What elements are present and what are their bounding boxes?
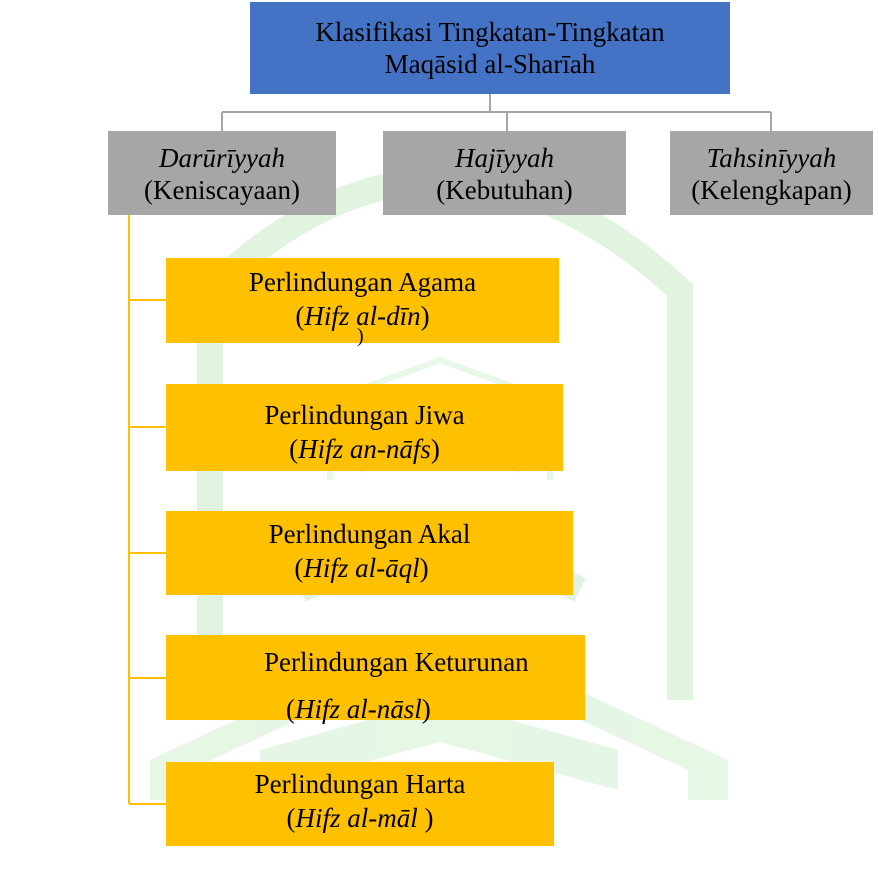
category-gloss: (Keniscayaan) [144, 175, 300, 205]
category-term: Darūrīyyah [159, 143, 285, 173]
leaf-title: Perlindungan Jiwa [264, 400, 465, 430]
leaf-title: Perlindungan Keturunan [264, 647, 529, 677]
leaf-jiwa: Perlindungan Jiwa (Hifz an-nāfs) [166, 384, 563, 471]
leaf-term-open: ( [289, 434, 299, 464]
leaf-title: Perlindungan Harta [254, 769, 466, 799]
leaf-term-close: ) [421, 694, 431, 724]
category-daruriyyah: Darūrīyyah (Keniscayaan) [108, 131, 336, 215]
category-gloss: (Kelengkapan) [691, 175, 852, 205]
root-node: Klasifikasi Tingkatan-Tingkatan Maqāsid … [250, 2, 730, 94]
leaf-term-close: ) [419, 553, 429, 583]
leaf-term-close: ) [430, 434, 440, 464]
leaf-title: Perlindungan Agama [248, 267, 477, 297]
leaf-term-line: (Hifz al-dīn) [166, 299, 559, 333]
category-hajiyyah: Hajīyyah (Kebutuhan) [383, 131, 626, 215]
leaf-keturunan: Perlindungan Keturunan (Hifz al-nāsl) [166, 635, 585, 724]
root-title-line1: Klasifikasi Tingkatan-Tingkatan [315, 17, 665, 47]
leaf-term-close: ) [420, 301, 430, 331]
category-term: Hajīyyah [455, 143, 554, 173]
leaf-term-close: ) [417, 803, 434, 833]
leaf-term-line: (Hifz al-āql) [158, 551, 565, 585]
root-title-line2: Maqāsid al-Sharīah [384, 49, 596, 79]
leaf-term: Hifz al-dīn [304, 301, 421, 331]
leaf-term-open: ( [286, 803, 296, 833]
leaf-term-open: ( [295, 301, 305, 331]
leaf-title: Perlindungan Akal [268, 519, 471, 549]
leaf-term: Hifz an-nāfs [298, 434, 431, 464]
category-term: Tahsinīyyah [706, 143, 837, 173]
leaf-term: Hifz al-māl [295, 803, 418, 833]
leaf-term-open: ( [286, 694, 295, 724]
leaf-akal: Perlindungan Akal (Hifz al-āql) [166, 511, 573, 595]
leaf-term-open: ( [294, 553, 304, 583]
leaf-harta: Perlindungan Harta (Hifz al-māl ) [166, 762, 554, 846]
leaf-agama: Perlindungan Agama (Hifz al-dīn) [166, 258, 559, 343]
leaf-term-line: (Hifz an-nāfs) [166, 432, 563, 466]
leaf-term: Hifz al-nāsl [295, 694, 422, 724]
category-tahsiniyyah: Tahsinīyyah (Kelengkapan) [670, 131, 873, 215]
leaf-term: Hifz al-āql [303, 553, 420, 583]
stray-paren: ) [357, 325, 364, 347]
leaf-term-line: (Hifz al-māl ) [166, 801, 554, 835]
category-gloss: (Kebutuhan) [436, 175, 573, 205]
leaf-term-line: (Hifz al-nāsl) [286, 692, 431, 726]
